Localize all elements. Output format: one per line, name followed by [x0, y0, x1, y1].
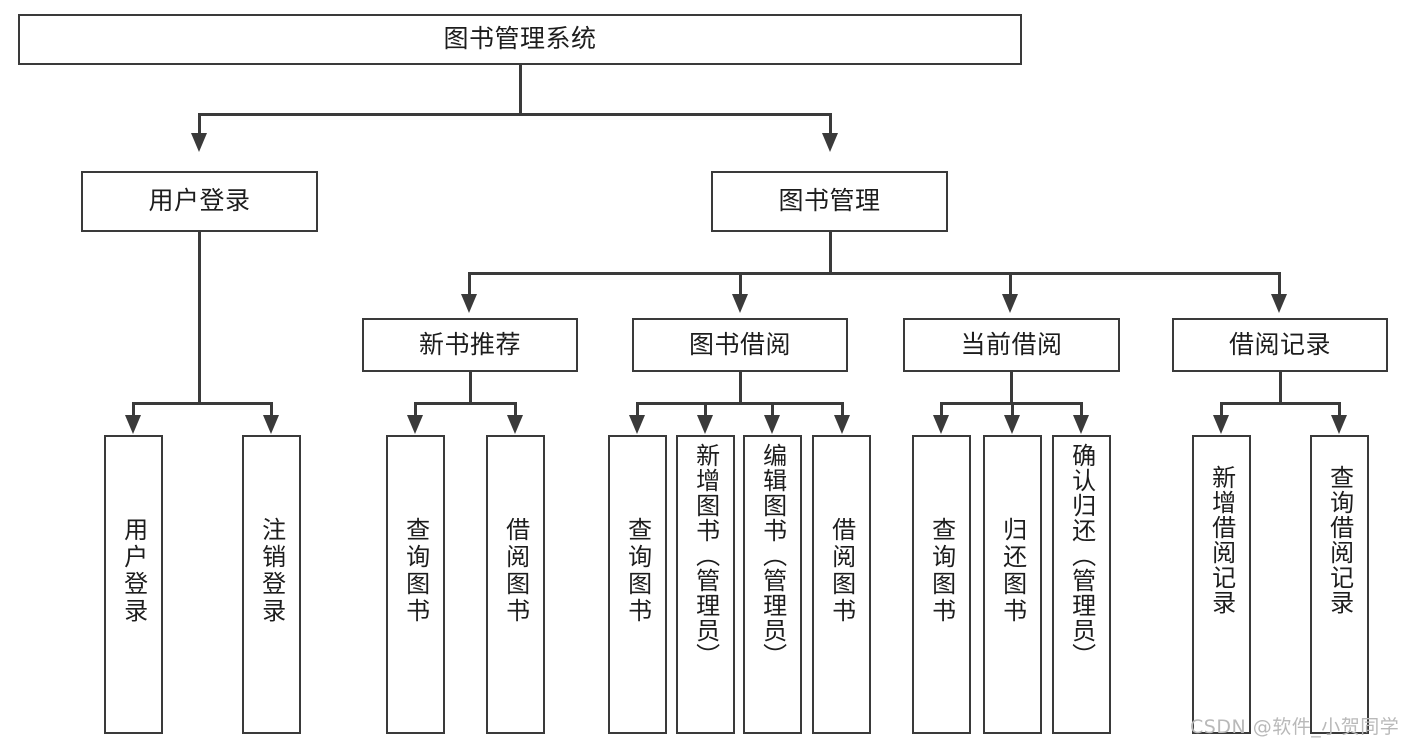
- connector-cb-to-leaf-1: [940, 402, 943, 417]
- node-new-book-recommend[interactable]: 新书推荐: [362, 318, 578, 372]
- arrowhead-book-borrow: [732, 294, 748, 313]
- connector-root-to-book-manage: [829, 113, 832, 135]
- arrowhead-leaf-user-login: [125, 415, 141, 434]
- arrowhead-leaf-add-record: [1213, 415, 1229, 434]
- connector-new-book-stem: [469, 372, 472, 404]
- node-borrow-record[interactable]: 借阅记录: [1172, 318, 1388, 372]
- connector-current-borrow-stem: [1010, 372, 1013, 404]
- connector-cb-to-leaf-3: [1080, 402, 1083, 417]
- node-leaf-query-book-2[interactable]: 查询图书: [608, 435, 667, 734]
- connector-bb-to-leaf-4: [841, 402, 844, 417]
- connector-cb-to-leaf-2: [1011, 402, 1014, 417]
- connector-bm-to-borrow-record: [1278, 272, 1281, 296]
- connector-borrow-record-bus: [1220, 402, 1340, 405]
- node-label: 归还图书: [998, 517, 1027, 625]
- arrowhead-leaf-borrow-book-2: [834, 415, 850, 434]
- node-label: 编辑图书（管理员）: [758, 443, 787, 668]
- arrowhead-user-login: [191, 133, 207, 152]
- arrowhead-leaf-query-book-1: [407, 415, 423, 434]
- node-label: 图书借阅: [688, 329, 791, 359]
- arrowhead-current-borrow: [1002, 294, 1018, 313]
- connector-nb-to-leaf-2: [514, 402, 517, 417]
- node-label: 注销登录: [257, 517, 286, 625]
- watermark-text: CSDN @软件_小贺同学: [1190, 716, 1400, 738]
- connector-borrow-record-stem: [1279, 372, 1282, 404]
- node-label: 新书推荐: [418, 329, 521, 359]
- connector-book-manage-stem: [829, 232, 832, 274]
- node-leaf-query-book-3[interactable]: 查询图书: [912, 435, 971, 734]
- node-label: 查询图书: [623, 517, 652, 625]
- connector-root-to-user-login: [198, 113, 201, 135]
- arrowhead-leaf-query-book-3: [933, 415, 949, 434]
- node-label: 查询图书: [401, 517, 430, 625]
- arrowhead-leaf-return-book: [1004, 415, 1020, 434]
- node-leaf-query-record[interactable]: 查询借阅记录: [1310, 435, 1369, 734]
- node-leaf-borrow-book-2[interactable]: 借阅图书: [812, 435, 871, 734]
- node-label: 查询图书: [927, 517, 956, 625]
- connector-br-to-leaf-1: [1220, 402, 1223, 417]
- arrowhead-leaf-query-record: [1331, 415, 1347, 434]
- node-current-borrow[interactable]: 当前借阅: [903, 318, 1120, 372]
- node-label: 借阅图书: [827, 517, 856, 625]
- connector-root-bus: [198, 113, 831, 116]
- connector-bb-to-leaf-3: [771, 402, 774, 417]
- node-label: 用户登录: [148, 186, 251, 216]
- arrowhead-leaf-user-logout: [263, 415, 279, 434]
- arrowhead-borrow-record: [1271, 294, 1287, 313]
- connector-ul-to-leaf-1: [132, 402, 135, 417]
- node-leaf-edit-book[interactable]: 编辑图书（管理员）: [743, 435, 802, 734]
- node-leaf-borrow-book-1[interactable]: 借阅图书: [486, 435, 545, 734]
- node-leaf-query-book-1[interactable]: 查询图书: [386, 435, 445, 734]
- arrowhead-new-book-recommend: [461, 294, 477, 313]
- node-label: 新增借阅记录: [1207, 465, 1236, 615]
- node-leaf-add-book[interactable]: 新增图书（管理员）: [676, 435, 735, 734]
- connector-br-to-leaf-2: [1338, 402, 1341, 417]
- node-leaf-user-login[interactable]: 用户登录: [104, 435, 163, 734]
- arrowhead-book-manage: [822, 133, 838, 152]
- connector-new-book-bus: [414, 402, 515, 405]
- connector-book-manage-bus: [468, 272, 1280, 275]
- node-leaf-user-logout[interactable]: 注销登录: [242, 435, 301, 734]
- connector-user-login-bus: [132, 402, 271, 405]
- node-label: 图书管理系统: [443, 24, 597, 54]
- connector-user-login-stem: [198, 232, 201, 404]
- connector-root-stem: [519, 65, 522, 113]
- connector-bm-to-new-book: [468, 272, 471, 296]
- node-book-borrow[interactable]: 图书借阅: [632, 318, 848, 372]
- node-label: 新增图书（管理员）: [691, 443, 720, 668]
- node-label: 当前借阅: [960, 329, 1063, 359]
- node-leaf-add-record[interactable]: 新增借阅记录: [1192, 435, 1251, 734]
- arrowhead-leaf-borrow-book-1: [507, 415, 523, 434]
- node-label: 确认归还（管理员）: [1067, 443, 1096, 668]
- arrowhead-leaf-confirm-return: [1073, 415, 1089, 434]
- node-label: 查询借阅记录: [1325, 465, 1354, 615]
- node-root-system[interactable]: 图书管理系统: [18, 14, 1022, 65]
- node-label: 图书管理: [778, 186, 881, 216]
- arrowhead-leaf-edit-book: [764, 415, 780, 434]
- node-label: 用户登录: [119, 517, 148, 625]
- connector-bb-to-leaf-1: [636, 402, 639, 417]
- connector-book-borrow-bus: [636, 402, 843, 405]
- node-leaf-confirm-return[interactable]: 确认归还（管理员）: [1052, 435, 1111, 734]
- node-label: 借阅记录: [1228, 329, 1331, 359]
- arrowhead-leaf-query-book-2: [629, 415, 645, 434]
- node-book-manage[interactable]: 图书管理: [711, 171, 948, 232]
- connector-ul-to-leaf-2: [270, 402, 273, 417]
- node-leaf-return-book[interactable]: 归还图书: [983, 435, 1042, 734]
- connector-nb-to-leaf-1: [414, 402, 417, 417]
- connector-bm-to-current-borrow: [1009, 272, 1012, 296]
- node-label: 借阅图书: [501, 517, 530, 625]
- connector-bm-to-book-borrow: [739, 272, 742, 296]
- node-user-login[interactable]: 用户登录: [81, 171, 318, 232]
- arrowhead-leaf-add-book: [697, 415, 713, 434]
- connector-book-borrow-stem: [739, 372, 742, 404]
- connector-bb-to-leaf-2: [704, 402, 707, 417]
